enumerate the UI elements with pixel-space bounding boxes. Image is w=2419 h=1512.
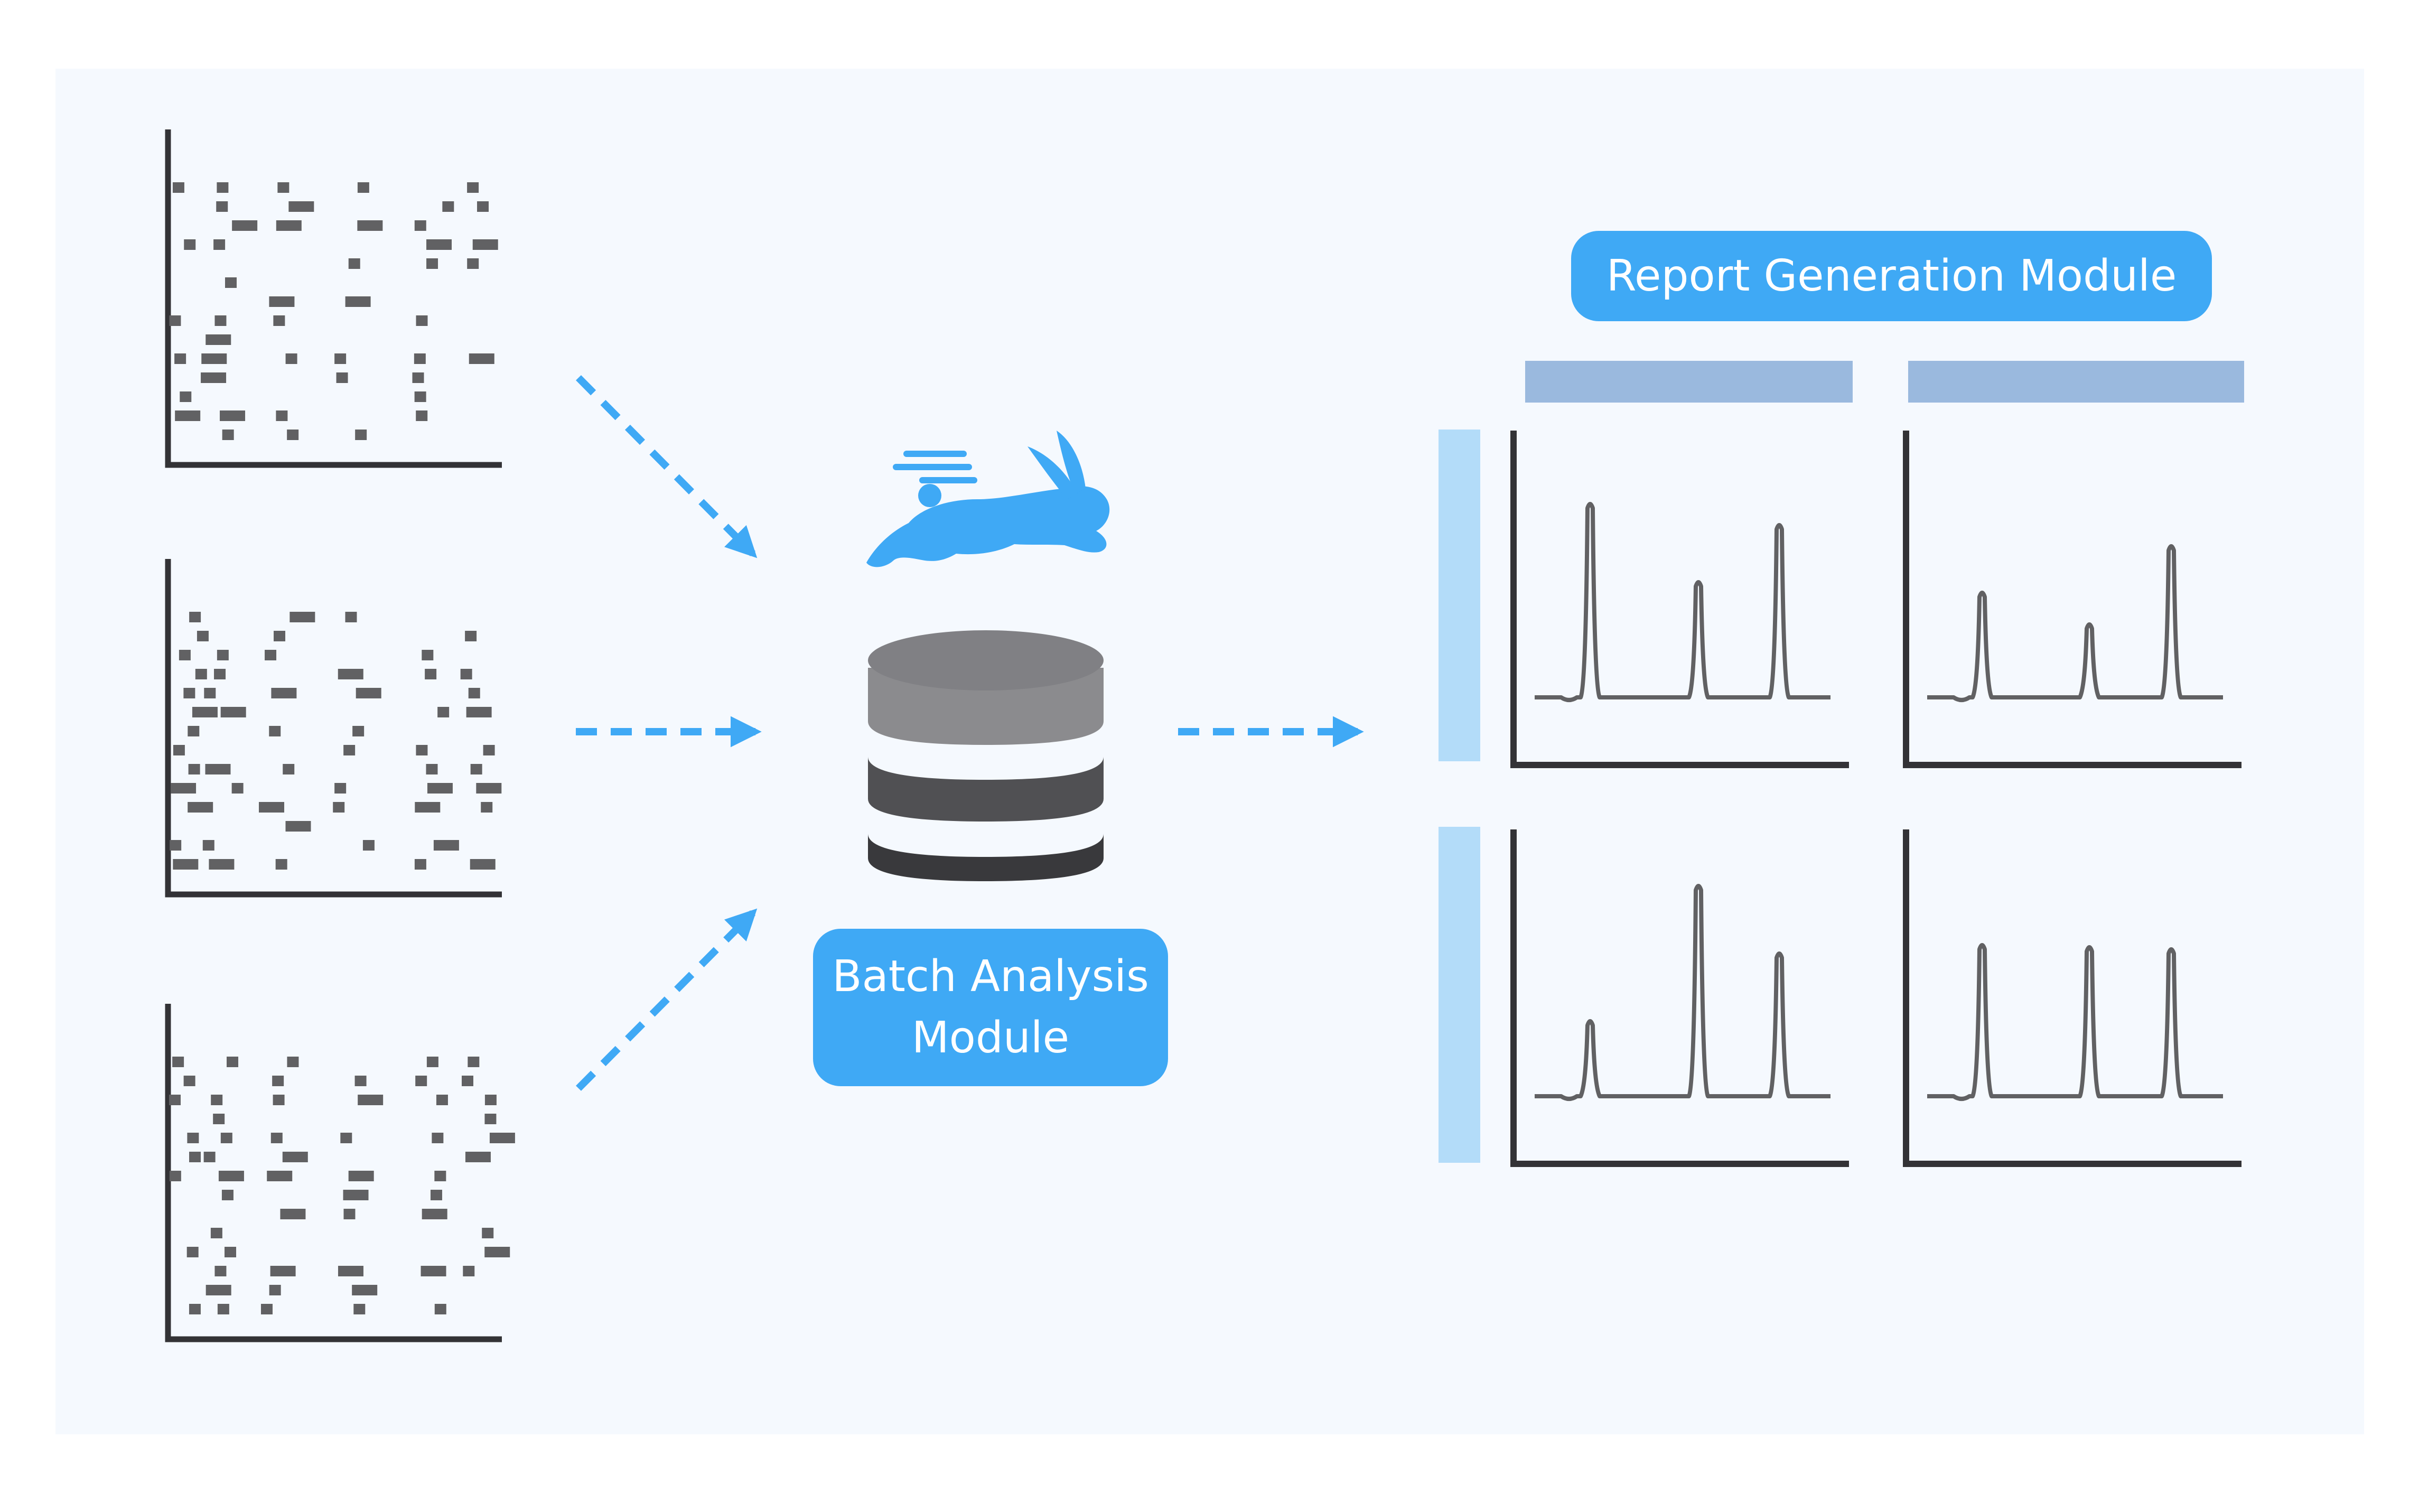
chromatogram-trace (1535, 884, 1830, 1101)
plot-axes (165, 559, 502, 898)
report-header-bars (1525, 361, 2244, 403)
report-side-bars (1439, 430, 1480, 1163)
database-icon (868, 630, 1104, 881)
raw-data-marks (170, 612, 502, 870)
side-bar-top (1439, 430, 1480, 761)
plot-axes (165, 1004, 502, 1342)
batch-label-line2: Module (911, 1013, 1070, 1063)
raw-data-marks (169, 182, 498, 440)
side-bar-bottom (1439, 827, 1480, 1163)
raw-data-plot-2 (165, 559, 502, 898)
header-bar-right (1908, 361, 2244, 403)
chromatogram-trace (1535, 502, 1830, 702)
header-bar-left (1525, 361, 1853, 403)
chromatogram-axes (1510, 431, 1849, 768)
plot-axes (165, 129, 502, 468)
raw-data-marks (169, 1057, 515, 1314)
raw-data-plot-3 (165, 1004, 515, 1342)
batch-label-line1: Batch Analysis (832, 951, 1149, 1002)
chromatogram-trace (1927, 544, 2223, 702)
chromatogram-axes (1903, 431, 2241, 768)
chromatogram-trace (1927, 943, 2223, 1101)
arrow-top-input-to-batch (576, 375, 758, 558)
chromatogram-panel-3 (1510, 829, 1849, 1167)
batch-analysis-module-label: Batch Analysis Module (813, 929, 1168, 1086)
chromatogram-panel-2 (1903, 431, 2241, 768)
chromatogram-axes (1903, 829, 2241, 1167)
dashed-arrows (576, 375, 1364, 1091)
chromatogram-axes (1510, 829, 1849, 1167)
chromatogram-panels (1510, 431, 2241, 1167)
arrow-bottom-input-to-batch (576, 908, 758, 1091)
raw-data-plot-1 (165, 129, 502, 468)
report-generation-module-label: Report Generation Module (1571, 231, 2212, 321)
running-rabbit-icon (866, 431, 1110, 567)
chromatogram-panel-4 (1903, 829, 2241, 1167)
chromatogram-panel-1 (1510, 431, 1849, 768)
input-data-plots (165, 129, 515, 1342)
